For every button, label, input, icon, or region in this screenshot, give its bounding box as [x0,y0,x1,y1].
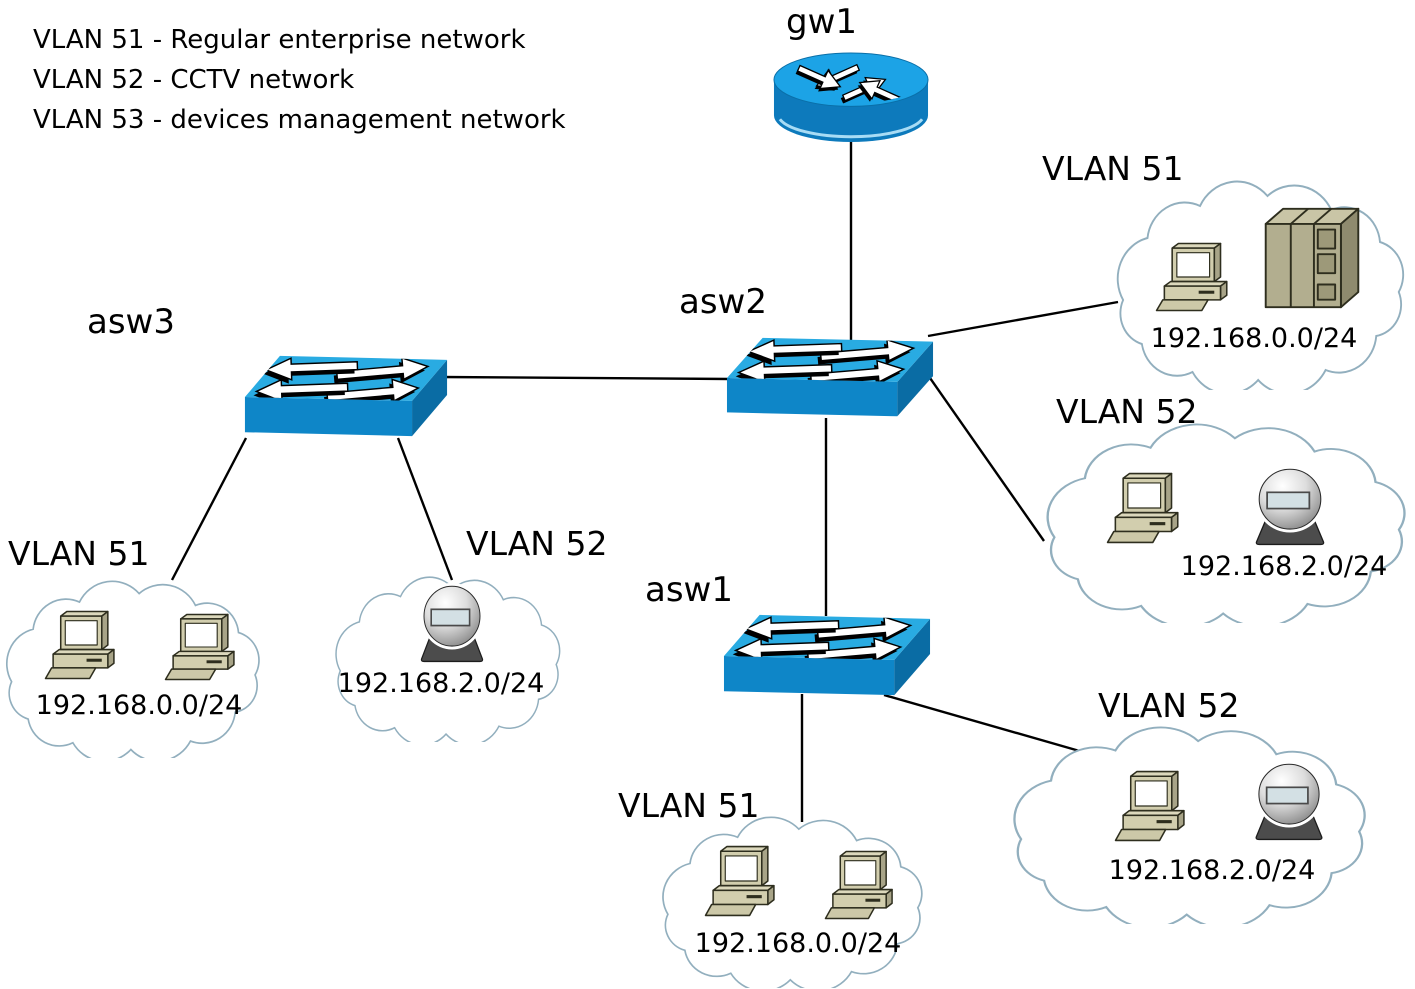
cloud-vlan51-left [5,580,260,758]
cloud-vlan-label: VLAN 51 [618,786,760,825]
legend: VLAN 51 - Regular enterprise network VLA… [33,20,566,140]
links [170,140,1119,822]
link-asw3-vlan52-cloud [396,437,454,581]
legend-line-vlan53: VLAN 53 - devices management network [33,105,566,135]
legend-line-vlan51: VLAN 51 - Regular enterprise network [33,25,526,55]
switch-asw1-icon [724,615,930,695]
cctv-camera-icon [1254,760,1324,841]
cloud-vlan-label: VLAN 52 [1098,686,1240,725]
cloud-vlan-label: VLAN 51 [8,534,150,573]
switch-asw3-icon [245,356,447,436]
cloud-vlan52-middle-right [1046,423,1406,623]
cctv-camera-icon [1254,465,1326,546]
switch-asw2-icon [727,338,933,417]
link-asw2-vlan52-cloud [929,377,1045,542]
cloud-subnet-label: 192.168.0.0/24 [35,690,243,721]
switch-asw3-label: asw3 [87,302,175,342]
router-gw1-icon [774,53,928,142]
server-icon [1264,207,1360,309]
cctv-camera-icon [419,582,485,663]
cloud-subnet-label: 192.168.0.0/24 [1150,323,1358,354]
cloud-vlan51-top-right [1116,180,1405,390]
link-asw3-asw2 [439,375,731,381]
cloud-subnet-label: 192.168.0.0/24 [694,928,902,959]
switch-asw2-label: asw2 [679,282,767,322]
legend-line-vlan52: VLAN 52 - CCTV network [33,65,355,95]
cloud-subnet-label: 192.168.2.0/24 [1108,855,1316,886]
switch-asw1-label: asw1 [645,570,733,610]
link-asw1-vlan52-cloud [883,693,1084,754]
cloud-vlan-label: VLAN 52 [1056,392,1198,431]
cloud-subnet-label: 192.168.2.0/24 [1180,551,1388,582]
cloud-vlan-label: VLAN 52 [466,524,608,563]
cloud-subnet-label: 192.168.2.0/24 [337,668,545,699]
router-gw1-label: gw1 [786,2,858,42]
cloud-vlan-label: VLAN 51 [1042,149,1184,188]
link-asw3-vlan51-cloud [170,437,248,581]
link-asw2-vlan51-cloud [927,300,1119,338]
